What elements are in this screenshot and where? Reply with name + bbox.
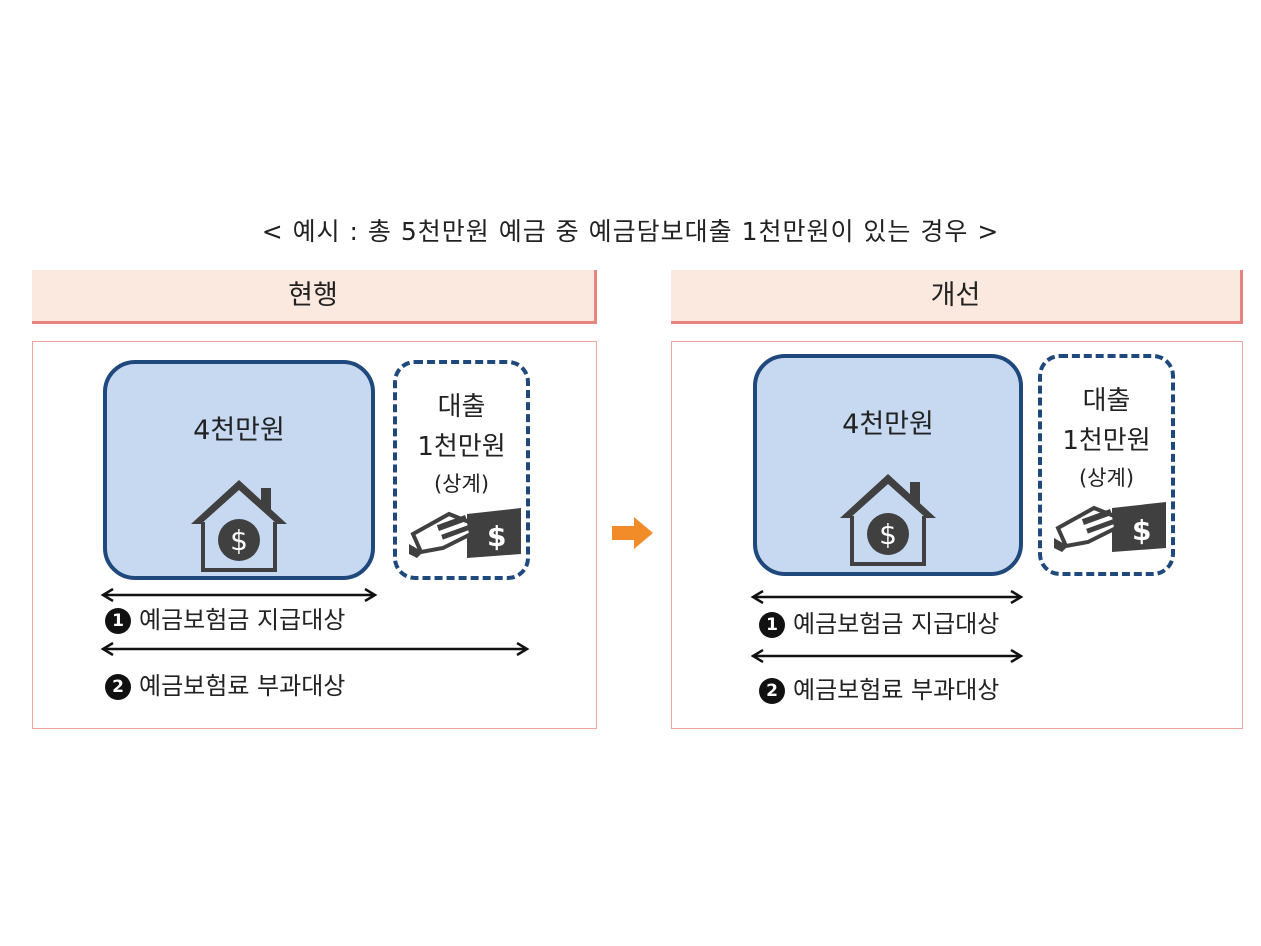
deposit-amount: 4천만원	[842, 409, 934, 440]
caption-premium: 2 예금보험료 부과대상	[759, 670, 999, 705]
card-payment-icon: $	[1054, 502, 1166, 552]
header-improved: 개선	[671, 270, 1243, 324]
number-1-badge: 1	[759, 612, 785, 638]
number-2-badge: 2	[105, 674, 131, 700]
loan-label: 대출	[1082, 386, 1131, 416]
header-improved-label: 개선	[930, 280, 981, 311]
deposit-box: 4천만원 $	[103, 360, 375, 580]
house-dollar-icon: $	[840, 474, 936, 566]
example-title: < 예시 : 총 5천만원 예금 중 예금담보대출 1천만원이 있는 경우 >	[261, 217, 1000, 246]
caption-payout: 1 예금보험금 지급대상	[105, 600, 345, 635]
loan-box: 대출 1천만원 (상계) $	[393, 360, 530, 580]
header-current: 현행	[32, 270, 597, 324]
house-dollar-icon: $	[191, 480, 287, 572]
number-1-badge: 1	[105, 608, 131, 634]
number-2-badge: 2	[759, 678, 785, 704]
deposit-box: 4천만원 $	[753, 354, 1023, 576]
offset-note: (상계)	[433, 472, 490, 496]
svg-text:$: $	[1132, 514, 1151, 547]
loan-amount: 1천만원	[417, 432, 506, 462]
loan-label: 대출	[437, 392, 486, 422]
caption-payout-text: 예금보험금 지급대상	[139, 606, 346, 634]
caption-premium: 2 예금보험료 부과대상	[105, 666, 345, 701]
svg-text:$: $	[879, 518, 897, 551]
caption-payout: 1 예금보험금 지급대상	[759, 604, 999, 639]
deposit-amount: 4천만원	[193, 415, 285, 446]
caption-premium-text: 예금보험료 부과대상	[793, 676, 1000, 704]
header-current-label: 현행	[288, 280, 338, 311]
caption-premium-text: 예금보험료 부과대상	[139, 672, 346, 700]
payout-range-arrow	[750, 590, 1024, 604]
loan-box: 대출 1천만원 (상계) $	[1038, 354, 1175, 576]
card-payment-icon: $	[409, 508, 521, 558]
offset-note: (상계)	[1078, 466, 1135, 490]
loan-amount: 1천만원	[1062, 426, 1151, 456]
svg-text:$: $	[487, 520, 506, 553]
premium-range-arrow	[750, 649, 1024, 663]
svg-text:$: $	[230, 524, 248, 557]
caption-payout-text: 예금보험금 지급대상	[793, 610, 1000, 638]
premium-range-arrow	[100, 642, 530, 656]
right-arrow-icon	[612, 517, 653, 549]
payout-range-arrow	[100, 588, 378, 602]
